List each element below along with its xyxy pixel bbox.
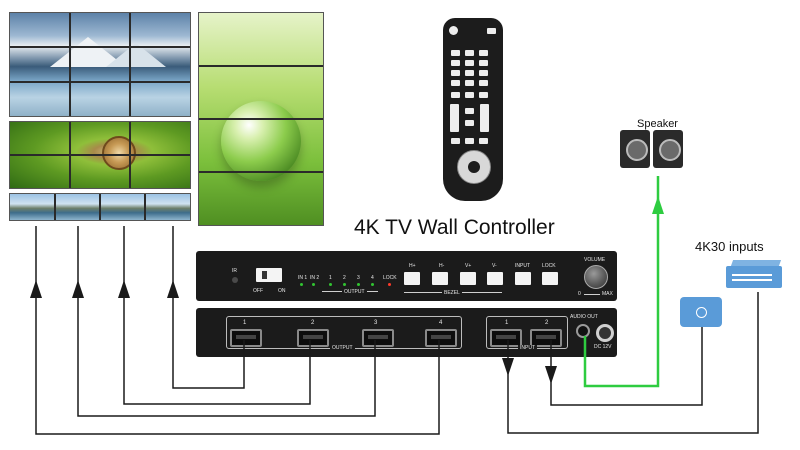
- output-port-4-label: 4: [439, 320, 443, 326]
- audio-arrow: [652, 196, 664, 214]
- lock-led-label: LOCK: [383, 275, 397, 281]
- remote-dpad: [457, 150, 491, 184]
- input-port-group-label: INPUT: [518, 345, 537, 351]
- output-1-arrow: [167, 280, 179, 298]
- bezel-group-label: BEZEL: [442, 290, 462, 296]
- output-4-cable: [35, 226, 440, 435]
- h-plus-button: [404, 272, 420, 285]
- input-source-box-icon: [680, 297, 722, 327]
- btn-hplus-label: H+: [409, 263, 416, 269]
- hdmi-output-3: [362, 329, 394, 347]
- output-3-cable: [77, 226, 376, 417]
- btn-input-label: INPUT: [515, 263, 530, 269]
- video-wall-mountains: [9, 12, 191, 117]
- lock-button: [542, 272, 558, 285]
- audio-out-jack: [576, 324, 590, 338]
- input-1-arrow: [502, 358, 514, 376]
- output-2-arrow: [118, 280, 130, 298]
- front-panel: IR OFF ON IN 1 IN 2 1 2 3 4 LOCK OUTPUT …: [196, 251, 617, 301]
- output-2-cable: [123, 226, 311, 405]
- v-plus-button: [460, 272, 476, 285]
- output-port-2-label: 2: [311, 320, 315, 326]
- dc-power-jack: [596, 324, 614, 342]
- input-port-1-label: 1: [505, 320, 509, 326]
- hdmi-input-2: [530, 329, 562, 347]
- volume-label: VOLUME: [584, 257, 606, 263]
- ch3-label: 3: [357, 275, 360, 281]
- btn-vminus-label: V-: [492, 263, 497, 269]
- volume-max-label: MAX: [602, 291, 613, 297]
- ir-sensor: [232, 277, 238, 283]
- audio-cable: [583, 176, 660, 388]
- input-button: [515, 272, 531, 285]
- remote-power-button: [449, 26, 458, 35]
- dc-label: DC 12V: [594, 344, 612, 350]
- output-4-arrow: [30, 280, 42, 298]
- ir-label: IR: [232, 268, 237, 274]
- h-minus-button: [432, 272, 448, 285]
- output-port-3-label: 3: [374, 320, 378, 326]
- video-wall-panorama: [9, 193, 191, 221]
- hdmi-output-2: [297, 329, 329, 347]
- output-group-label: OUTPUT: [342, 289, 367, 295]
- audio-out-label: AUDIO OUT: [570, 314, 598, 320]
- in2-label: IN 2: [310, 275, 320, 281]
- on-label: ON: [278, 288, 286, 294]
- input-source-receiver-icon: [726, 260, 786, 290]
- v-minus-button: [487, 272, 503, 285]
- input-2-arrow: [545, 366, 557, 384]
- power-switch: [256, 268, 282, 282]
- input-1-cable: [507, 292, 759, 434]
- input-2-cable: [550, 327, 703, 406]
- hdmi-input-1: [490, 329, 522, 347]
- off-label: OFF: [253, 288, 263, 294]
- btn-lock-label: LOCK: [542, 263, 556, 269]
- volume-min-label: 0: [578, 291, 581, 297]
- video-wall-snail: [9, 121, 191, 189]
- volume-knob: [584, 265, 608, 289]
- remote-control: [443, 18, 503, 201]
- video-wall-globe: [198, 12, 324, 226]
- output-3-arrow: [72, 280, 84, 298]
- rear-panel: 1 2 3 4 OUTPUT 1 2 INPUT AUDIO OUT DC 12…: [196, 308, 617, 357]
- ch4-label: 4: [371, 275, 374, 281]
- output-1-cable: [172, 226, 245, 389]
- output-port-group-label: OUTPUT: [330, 345, 355, 351]
- input-port-2-label: 2: [545, 320, 549, 326]
- ch2-label: 2: [343, 275, 346, 281]
- output-port-1-label: 1: [243, 320, 247, 326]
- speaker-label: Speaker: [637, 118, 678, 130]
- speaker-icon: [620, 130, 684, 170]
- ch1-label: 1: [329, 275, 332, 281]
- in1-label: IN 1: [298, 275, 308, 281]
- btn-hminus-label: H-: [439, 263, 445, 269]
- inputs-label: 4K30 inputs: [695, 239, 764, 254]
- hdmi-output-4: [425, 329, 457, 347]
- btn-vplus-label: V+: [465, 263, 472, 269]
- hdmi-output-1: [230, 329, 262, 347]
- diagram-title: 4K TV Wall Controller: [354, 216, 555, 239]
